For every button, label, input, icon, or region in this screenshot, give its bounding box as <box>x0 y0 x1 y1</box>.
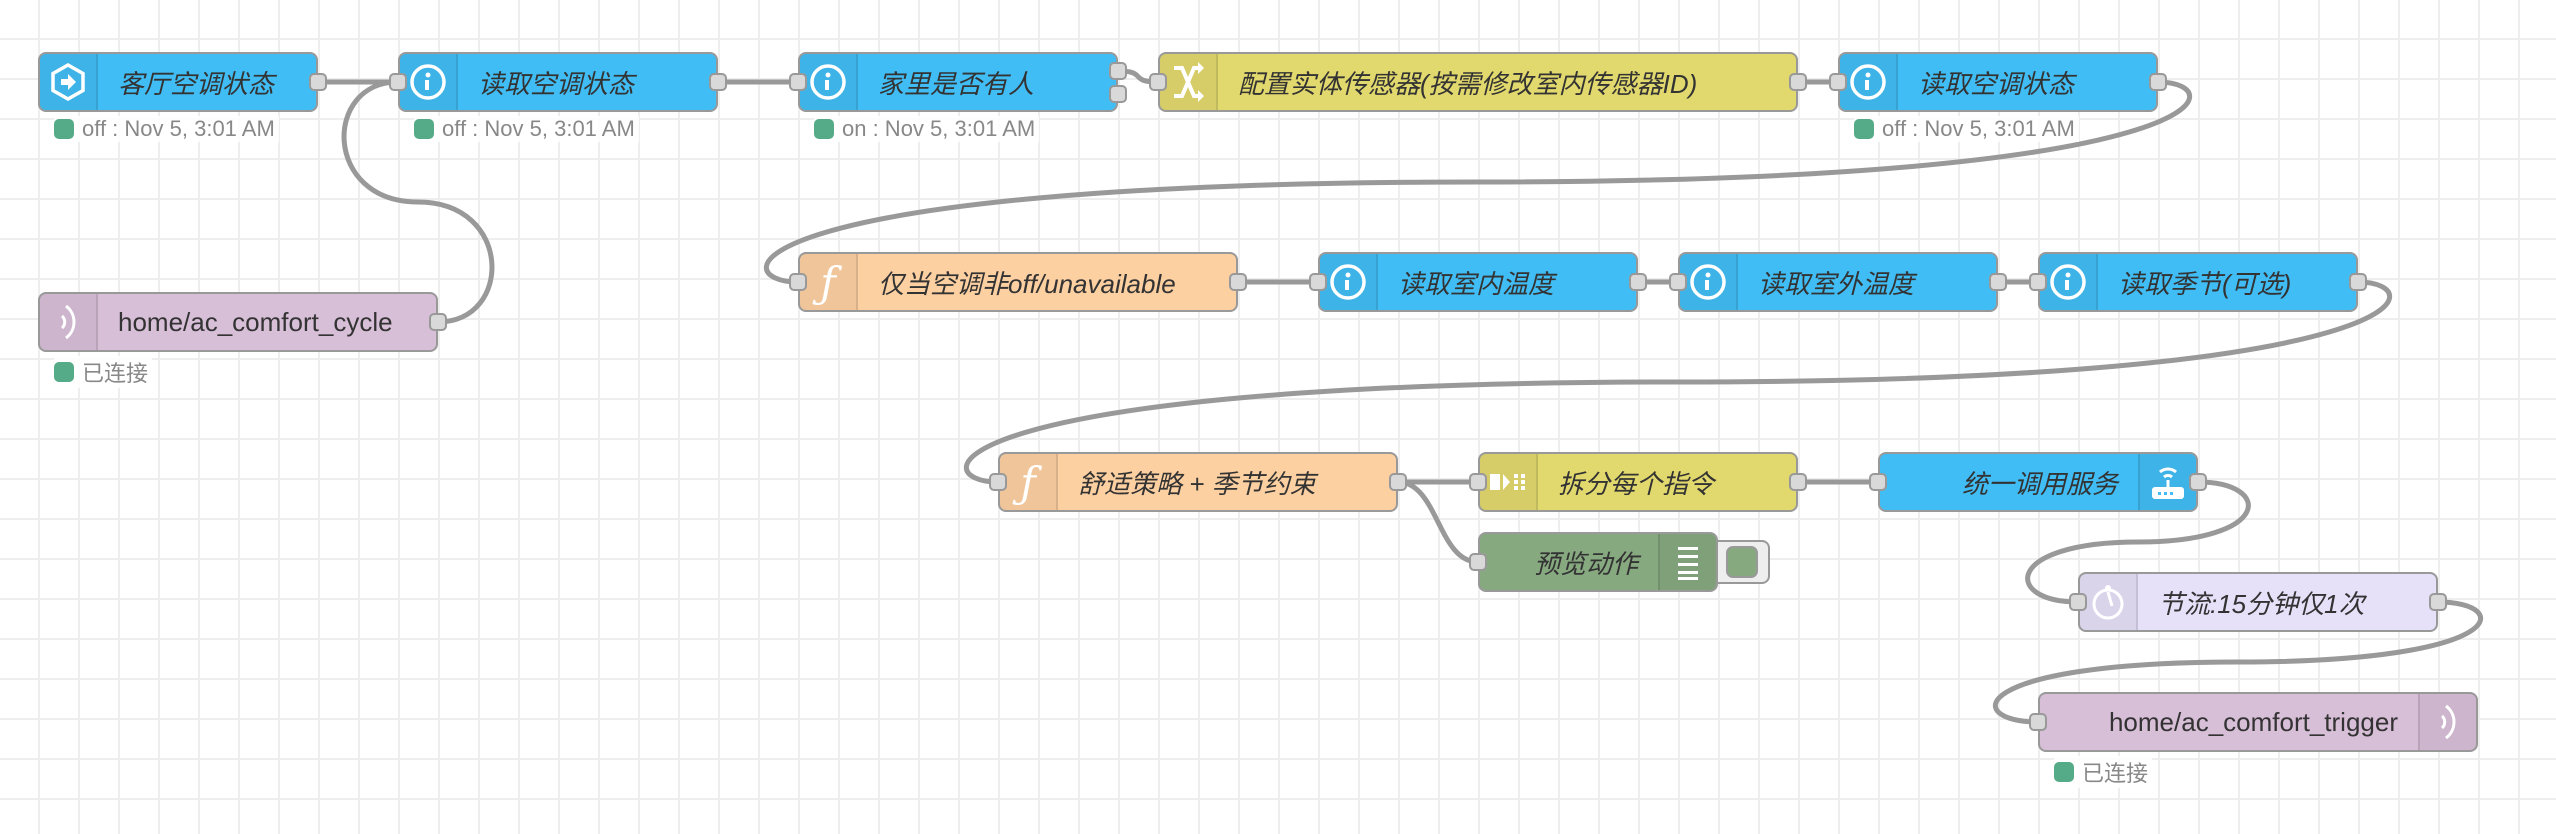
node-label: 读取室外温度 <box>1758 268 1915 299</box>
node-label: 家里是否有人 <box>878 68 1035 99</box>
input-port[interactable] <box>1469 553 1487 571</box>
arrow-hexagon-icon <box>40 54 98 110</box>
node-label: home/ac_comfort_trigger <box>2108 706 2398 737</box>
node-status: on : Nov 5, 3:01 AM <box>814 116 1040 142</box>
node-read-ac-state-2[interactable]: 读取空调状态 <box>1838 52 2158 112</box>
status-text: 已连接 <box>82 361 149 386</box>
node-label: 读取季节(可选) <box>2118 268 2292 299</box>
status-text: 已连接 <box>2082 761 2149 786</box>
input-port[interactable] <box>1869 473 1887 491</box>
status-text: off : Nov 5, 3:01 AM <box>442 116 635 141</box>
node-mqtt-in-comfort-cycle[interactable]: home/ac_comfort_cycle <box>38 292 438 352</box>
debug-toggle-button[interactable] <box>1716 540 1770 584</box>
split-icon <box>1480 454 1538 510</box>
output-port[interactable] <box>1989 273 2007 291</box>
node-label: 读取室内温度 <box>1398 268 1555 299</box>
node-call-service[interactable]: 统一调用服务 <box>1878 452 2198 512</box>
status-text: off : Nov 5, 3:01 AM <box>82 116 275 141</box>
router-icon <box>2138 454 2196 510</box>
node-anyone-home[interactable]: 家里是否有人 <box>798 52 1118 112</box>
node-read-indoor-temp[interactable]: 读取室内温度 <box>1318 252 1638 312</box>
node-label: 仅当空调非off/unavailable <box>878 268 1176 299</box>
node-function-filter-ac[interactable]: ƒ 仅当空调非off/unavailable <box>798 252 1238 312</box>
input-port[interactable] <box>389 73 407 91</box>
shuffle-icon <box>1160 54 1218 110</box>
node-delay-throttle[interactable]: 节流:15分钟仅1次 <box>2078 572 2438 632</box>
input-port[interactable] <box>1149 73 1167 91</box>
status-dot <box>54 362 74 382</box>
input-port[interactable] <box>789 73 807 91</box>
node-read-ac-state[interactable]: 读取空调状态 <box>398 52 718 112</box>
node-status: 已连接 <box>2054 756 2153 788</box>
node-function-comfort-strategy[interactable]: ƒ 舒适策略 + 季节约束 <box>998 452 1398 512</box>
input-port[interactable] <box>1469 473 1487 491</box>
node-status: off : Nov 5, 3:01 AM <box>1854 116 2079 142</box>
node-label: home/ac_comfort_cycle <box>118 306 393 337</box>
input-port[interactable] <box>1829 73 1847 91</box>
node-label: 配置实体传感器(按需修改室内传感器ID) <box>1238 68 1698 99</box>
input-port[interactable] <box>1309 273 1327 291</box>
radio-waves-icon <box>40 294 98 350</box>
status-text: off : Nov 5, 3:01 AM <box>1882 116 2075 141</box>
node-label: 客厅空调状态 <box>118 68 275 99</box>
node-split-commands[interactable]: 拆分每个指令 <box>1478 452 1798 512</box>
function-icon: ƒ <box>1000 454 1058 510</box>
node-label: 预览动作 <box>1533 548 1638 579</box>
status-dot <box>2054 762 2074 782</box>
output-port[interactable] <box>2349 273 2367 291</box>
info-icon <box>1840 54 1898 110</box>
output-port[interactable] <box>2429 593 2447 611</box>
output-port[interactable] <box>2149 73 2167 91</box>
node-read-outdoor-temp[interactable]: 读取室外温度 <box>1678 252 1998 312</box>
node-read-season[interactable]: 读取季节(可选) <box>2038 252 2358 312</box>
status-dot <box>1854 119 1874 139</box>
input-port[interactable] <box>789 273 807 291</box>
input-port[interactable] <box>2029 273 2047 291</box>
wire[interactable] <box>1397 479 1479 565</box>
status-dot <box>414 119 434 139</box>
status-dot <box>814 119 834 139</box>
output-port[interactable] <box>2189 473 2207 491</box>
node-label: 统一调用服务 <box>1961 468 2118 499</box>
node-label: 拆分每个指令 <box>1558 468 1715 499</box>
output-port[interactable] <box>1789 73 1807 91</box>
node-label: 读取空调状态 <box>478 68 635 99</box>
function-icon: ƒ <box>800 254 858 310</box>
node-status: off : Nov 5, 3:01 AM <box>414 116 639 142</box>
info-icon <box>2040 254 2098 310</box>
input-port[interactable] <box>2029 713 2047 731</box>
output-port[interactable] <box>1109 85 1127 103</box>
radio-waves-icon <box>2418 694 2476 750</box>
output-port[interactable] <box>1109 62 1127 80</box>
input-port[interactable] <box>989 473 1007 491</box>
node-label: 舒适策略 + 季节约束 <box>1078 468 1316 499</box>
info-icon <box>400 54 458 110</box>
output-port[interactable] <box>1229 273 1247 291</box>
node-label: 节流:15分钟仅1次 <box>2158 588 2365 619</box>
output-port[interactable] <box>309 73 327 91</box>
info-icon <box>1680 254 1738 310</box>
output-port[interactable] <box>1629 273 1647 291</box>
output-port[interactable] <box>429 313 447 331</box>
node-status: off : Nov 5, 3:01 AM <box>54 116 279 142</box>
list-icon <box>1658 534 1716 590</box>
node-living-room-ac-state[interactable]: 客厅空调状态 <box>38 52 318 112</box>
output-port[interactable] <box>709 73 727 91</box>
input-port[interactable] <box>1669 273 1687 291</box>
debug-toggle-indicator <box>1726 546 1758 578</box>
input-port[interactable] <box>2069 593 2087 611</box>
timer-icon <box>2080 574 2138 630</box>
info-icon <box>1320 254 1378 310</box>
node-mqtt-out-comfort-trigger[interactable]: home/ac_comfort_trigger <box>2038 692 2478 752</box>
node-status: 已连接 <box>54 356 153 388</box>
output-port[interactable] <box>1789 473 1807 491</box>
status-dot <box>54 119 74 139</box>
output-port[interactable] <box>1389 473 1407 491</box>
node-label: 读取空调状态 <box>1918 68 2075 99</box>
status-text: on : Nov 5, 3:01 AM <box>842 116 1036 141</box>
info-icon <box>800 54 858 110</box>
node-debug-preview[interactable]: 预览动作 <box>1478 532 1718 592</box>
node-configure-sensors[interactable]: 配置实体传感器(按需修改室内传感器ID) <box>1158 52 1798 112</box>
